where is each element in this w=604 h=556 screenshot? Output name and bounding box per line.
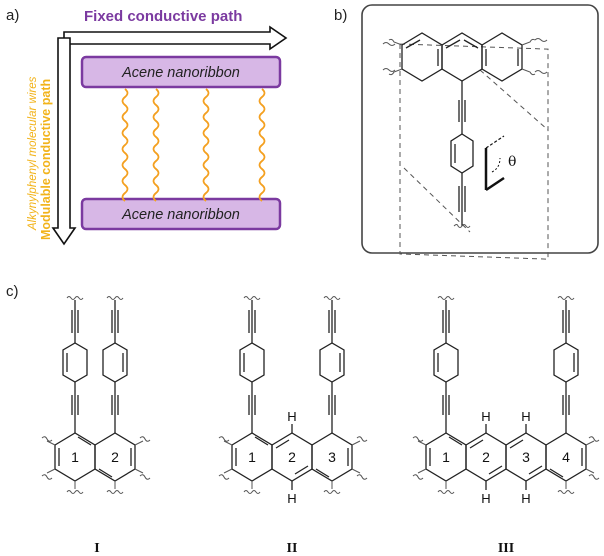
structure-I: 1 2 I [41,296,151,556]
h-label: H [287,409,296,424]
angle-marker: θ [484,135,516,192]
roman-label-II: II [287,541,298,556]
ring-number: 2 [288,449,296,465]
panel-a: a) Fixed conductive path Modulable condu… [6,7,288,246]
acene-ribbon-bottom [80,197,282,231]
molecular-wire [152,88,160,202]
panel-b-frame [361,4,599,254]
dashed-plane [399,43,549,260]
molecular-wire [202,88,210,202]
panel-a-label: a) [6,7,19,24]
panel-b-label: b) [334,7,347,24]
alkyne-linker-b-lower [453,173,471,228]
structure-III: H H H H 1 2 3 4 III [412,296,600,556]
h-label: H [287,491,296,506]
ring-number: 4 [562,449,570,465]
molecular-wire [258,88,266,202]
molecular-wires [121,88,266,202]
plane-diagonal [479,69,549,131]
plane-diagonal [403,167,471,233]
fixed-path-title: Fixed conductive path [84,8,242,25]
molecular-wire [121,88,129,202]
modulable-path-arrow [51,37,77,246]
acene-ribbon-bottom-label: Acene nanoribbon [121,207,240,223]
roman-label-III: III [498,541,514,556]
structure-II: H H 1 2 3 II [218,296,368,556]
panel-c-label: c) [6,283,19,300]
ring-number: 2 [482,449,490,465]
h-label: H [481,409,490,424]
fixed-path-arrow [63,25,288,51]
h-label: H [481,491,490,506]
ring-number: 1 [71,449,79,465]
ring-number: 1 [248,449,256,465]
acene-ribbon-top [80,55,282,89]
wavy-end-bonds [382,38,548,76]
ring-number: 2 [111,449,119,465]
acene-ribbon-top-label: Acene nanoribbon [121,65,240,81]
theta-label: θ [508,154,516,170]
ring-number: 3 [522,449,530,465]
ring-number: 1 [442,449,450,465]
modulable-path-text: Modulable conductive path [39,79,53,240]
panel-b: b) [334,4,599,260]
roman-label-I: I [94,541,99,556]
molecular-wires-text: Alkynylphenyl molecular wires [27,76,39,231]
alkyne-linker-b [458,81,466,134]
h-label: H [521,491,530,506]
ring-number: 3 [328,449,336,465]
panel-c: c) [6,283,600,556]
h-label: H [521,409,530,424]
